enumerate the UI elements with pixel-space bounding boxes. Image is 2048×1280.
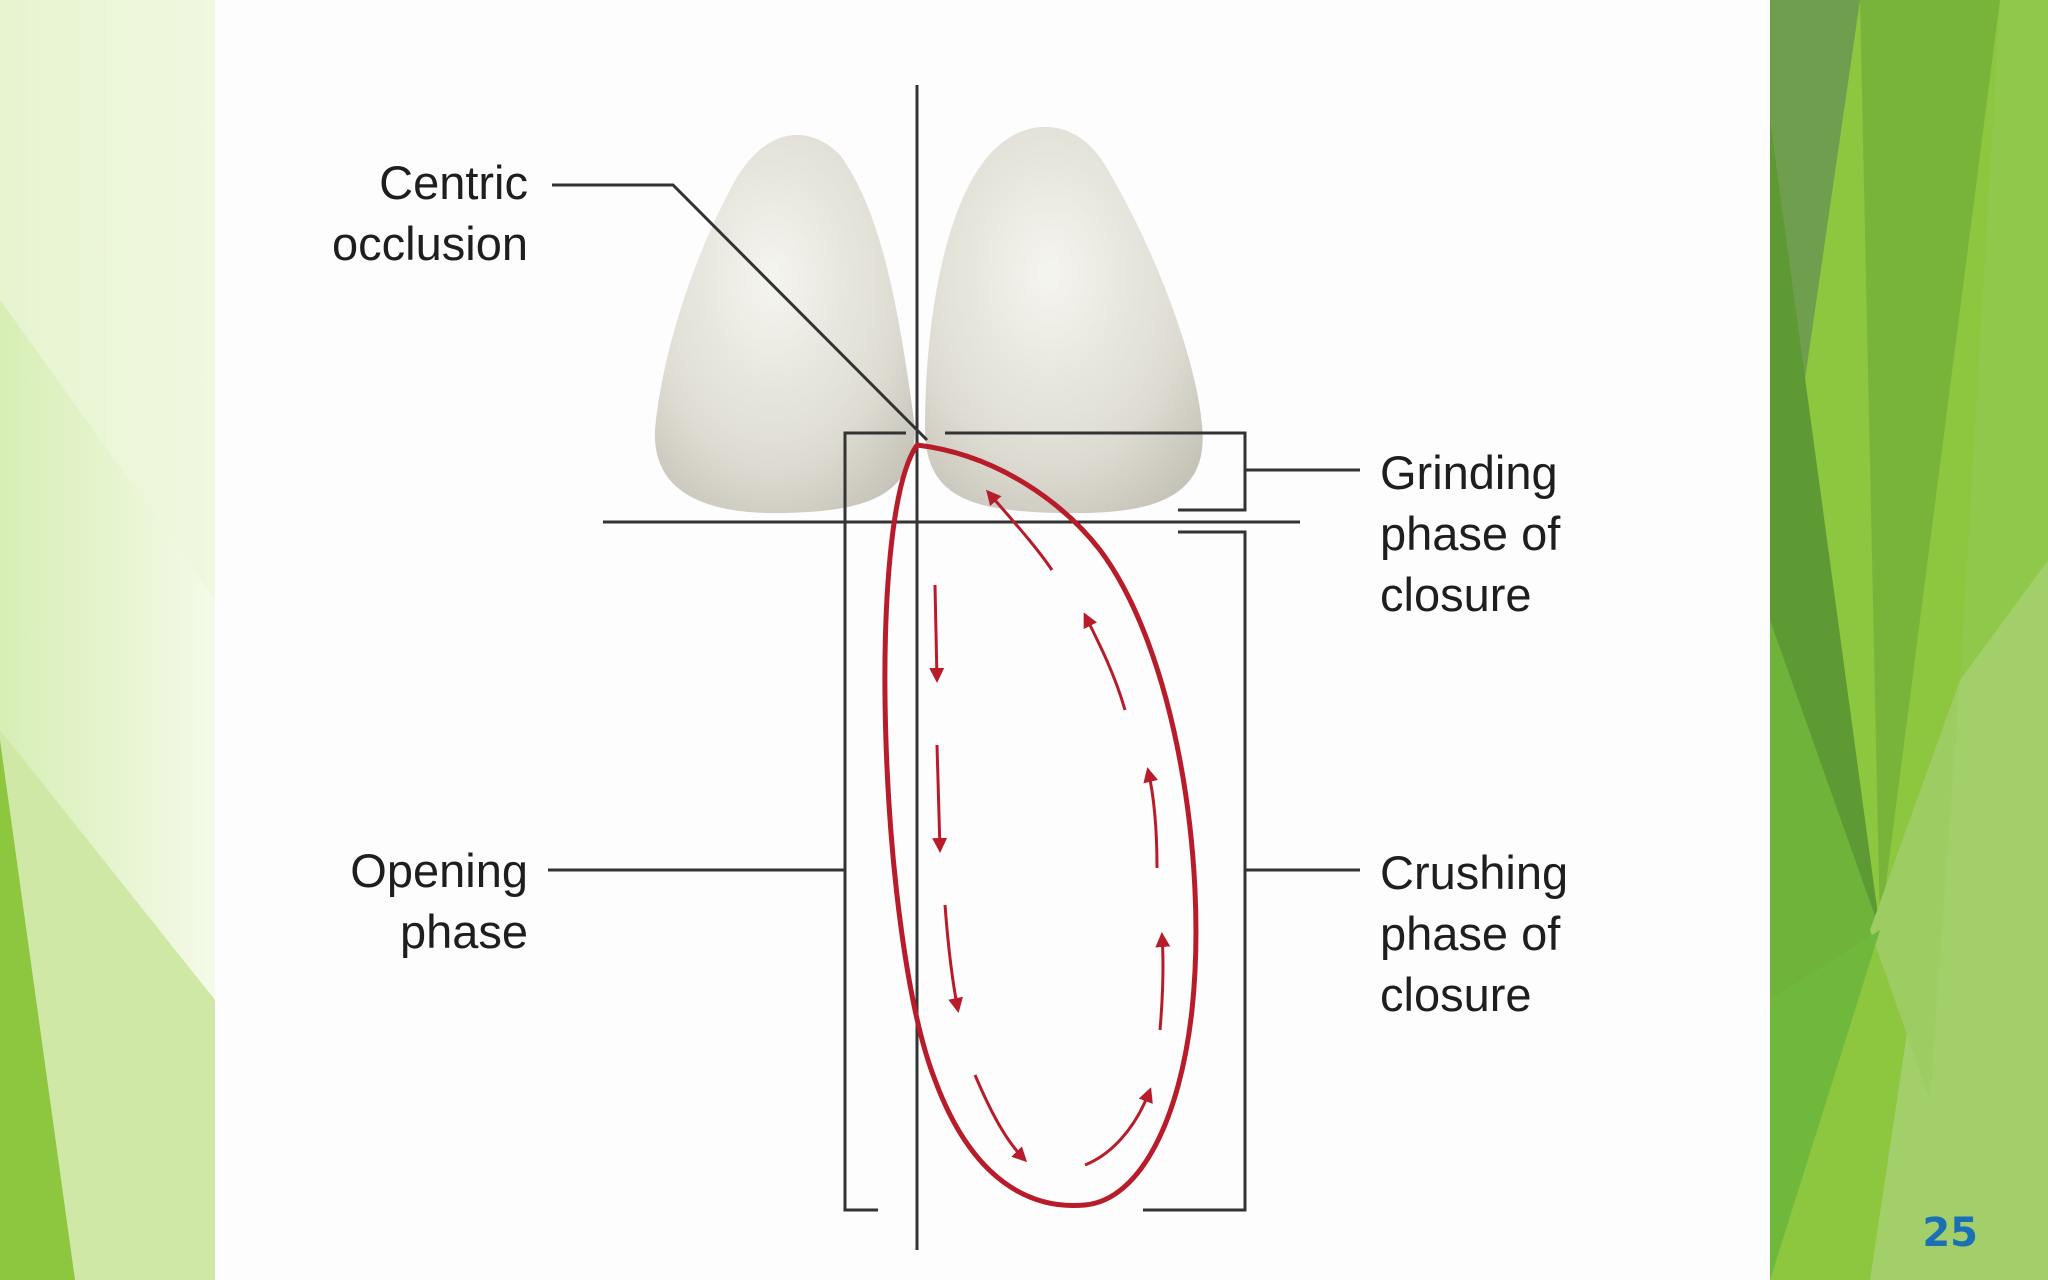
- cycle-direction-arrows: [929, 489, 1171, 1167]
- chewing-cycle-loop: [882, 442, 1199, 1209]
- centric-occlusion-leader: [552, 183, 929, 442]
- opening-phase-label: Opening phase: [350, 844, 528, 958]
- crushing-phase-label: Crushing phase of closure: [1380, 846, 1569, 1021]
- crushing-phase-bracket: [1143, 530, 1360, 1212]
- page-number: 25: [1922, 1210, 1978, 1256]
- grinding-phase-label: Grinding phase of closure: [1380, 446, 1561, 621]
- opening-phase-bracket: [548, 431, 906, 1212]
- centric-occlusion-label: Centric occlusion: [332, 156, 528, 270]
- left-tooth: [654, 134, 915, 514]
- grinding-phase-bracket: [945, 431, 1360, 512]
- right-tooth: [925, 126, 1203, 514]
